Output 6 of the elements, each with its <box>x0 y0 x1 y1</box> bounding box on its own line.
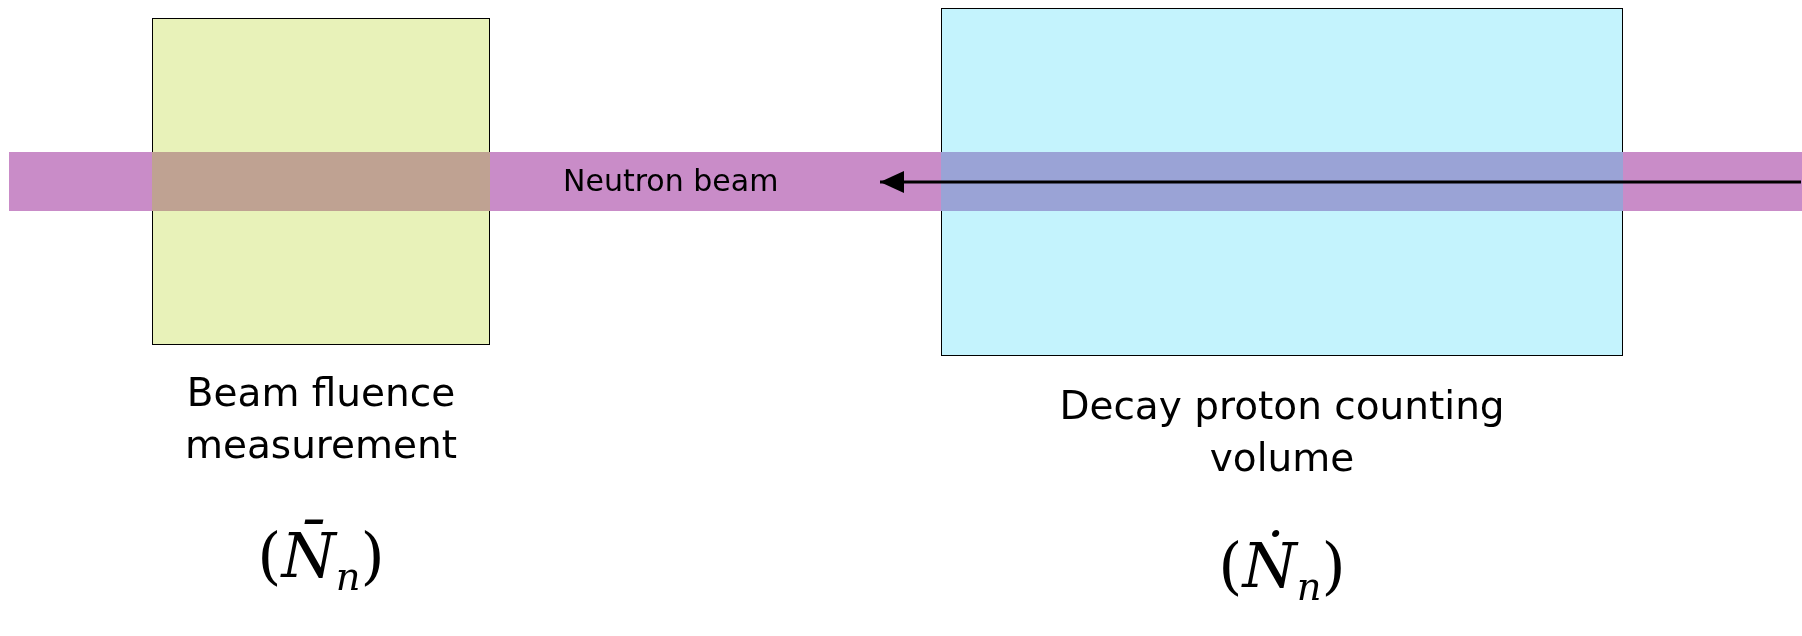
region-label: Decay proton counting volume <box>1058 382 1506 482</box>
formula: (Ṅ$_{n}$) <box>1218 529 1346 602</box>
beam-label: Neutron beam <box>563 163 779 199</box>
region-label: Beam fluence measurement <box>183 369 459 469</box>
neutron-beam-band <box>9 152 1802 211</box>
formula: (N̄$_{n}$) <box>257 519 385 592</box>
